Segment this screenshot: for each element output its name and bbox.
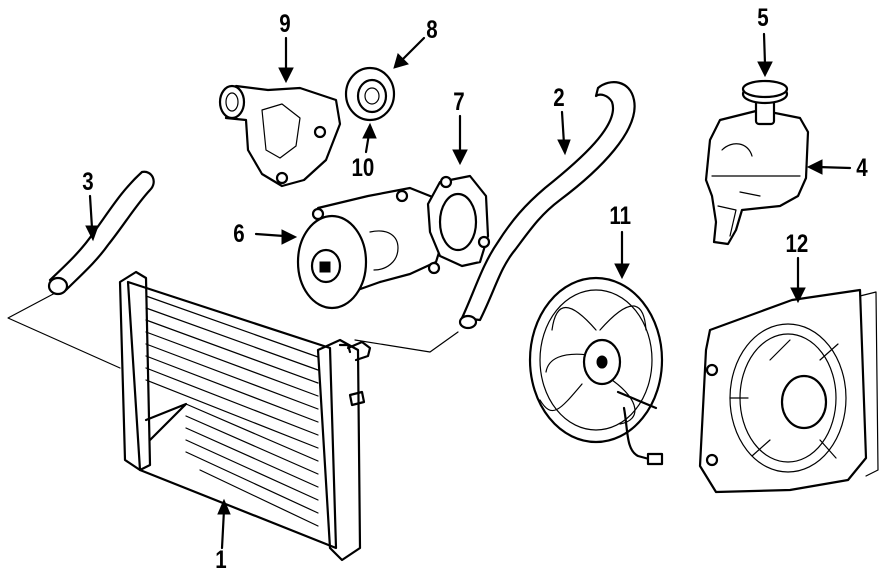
callout-3-label: 3: [82, 168, 94, 196]
fan-motor-part: [528, 276, 664, 466]
callout-2-label: 2: [553, 84, 565, 112]
thermostat-part: [344, 66, 396, 122]
callout-10-label: 10: [351, 154, 375, 182]
callout-7-label: 7: [453, 88, 465, 116]
fan-shroud-part: [698, 288, 879, 494]
upper-hose-part: [458, 81, 636, 330]
callout-arrows: [85, 32, 852, 550]
callout-9-label: 9: [279, 10, 291, 38]
callout-11-label: 11: [609, 202, 632, 230]
pump-gasket-part: [426, 174, 491, 268]
radiator-part: [7, 270, 459, 562]
callout-8-label: 8: [426, 16, 438, 44]
callout-1-label: 1: [215, 546, 227, 574]
thermostat-housing-part: [218, 84, 342, 188]
water-pump-part: [296, 186, 448, 310]
callout-6-label: 6: [233, 220, 245, 248]
reservoir-cap-part: [741, 79, 789, 126]
callout-4-label: 4: [856, 154, 868, 182]
callout-5-label: 5: [757, 4, 769, 32]
lower-hose-part: [47, 170, 155, 296]
callout-12-label: 12: [785, 230, 809, 258]
reservoir-part: [704, 108, 810, 246]
